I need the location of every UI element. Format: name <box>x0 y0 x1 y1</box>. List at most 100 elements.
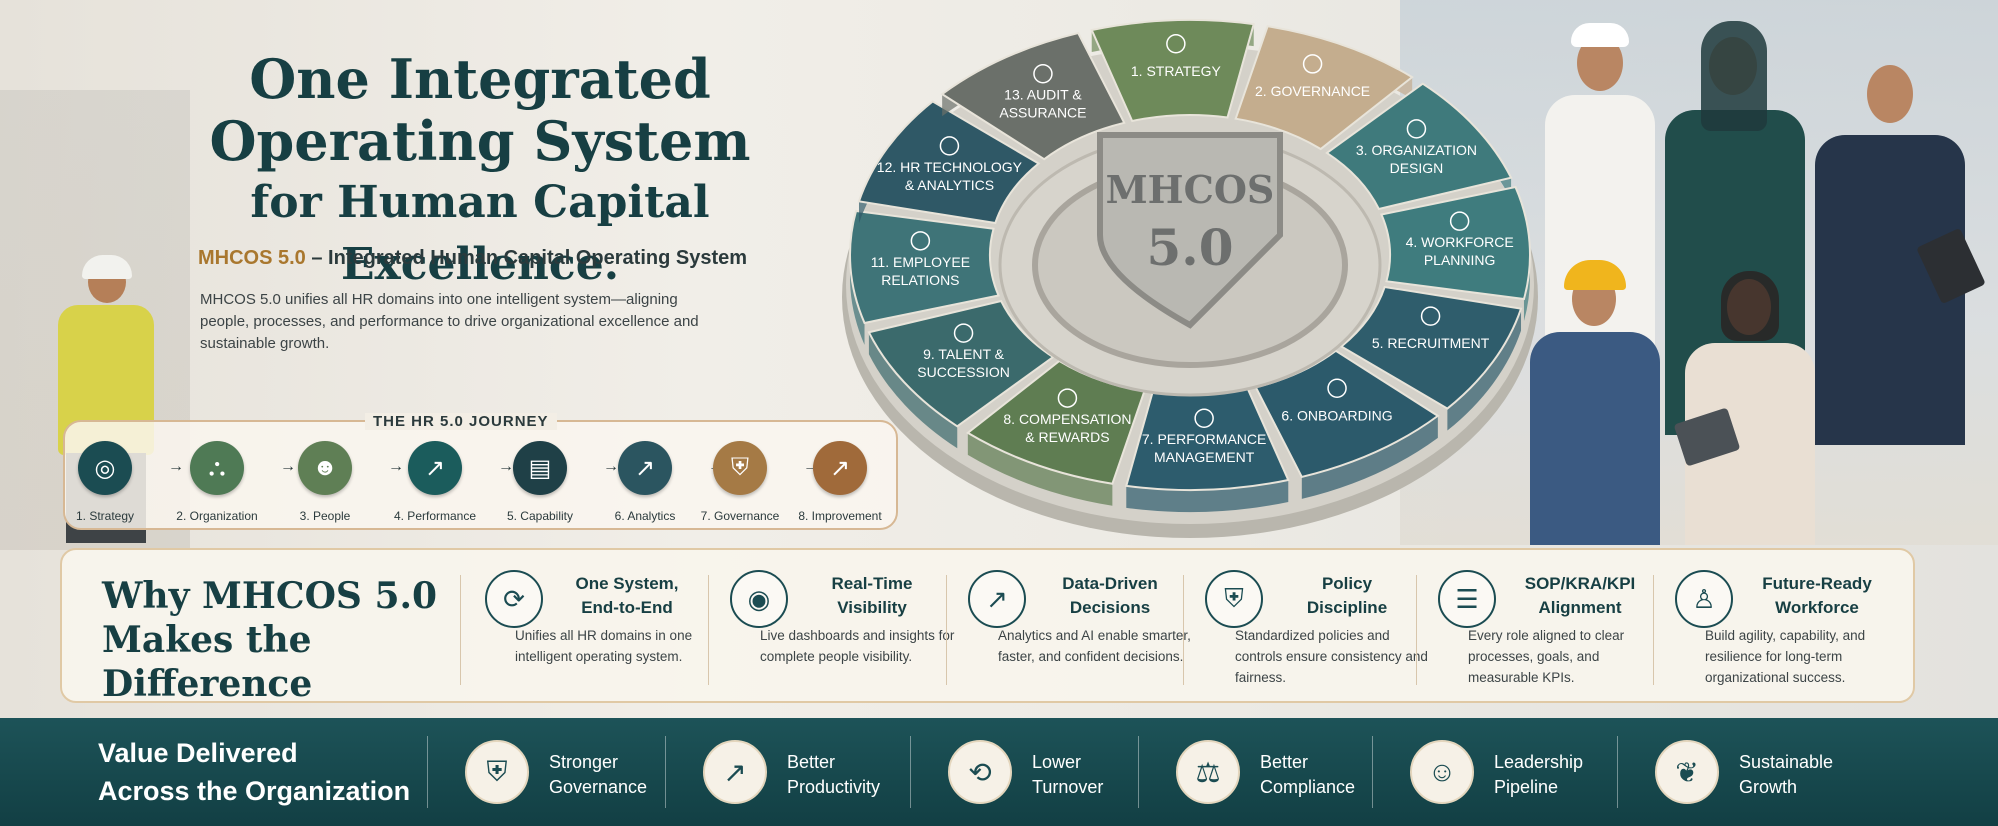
value-item-label-line-2: Productivity <box>787 777 881 797</box>
why-title-line-2: Makes the Difference <box>102 619 313 705</box>
segment-label-line-2: ASSURANCE <box>999 105 1086 121</box>
hard-hat-icon <box>1564 260 1626 290</box>
value-item-label-line-1: Better <box>787 752 836 772</box>
leaf-icon: ❦ <box>1655 740 1719 804</box>
shield-icon <box>1097 132 1283 329</box>
hard-hat-icon <box>82 255 132 279</box>
segment-icon <box>1194 408 1214 428</box>
why-item-heading-line-1: Real-Time <box>831 574 913 593</box>
segment-side <box>1301 415 1438 499</box>
wheel-segment: 9. TALENT &SUCCESSION <box>867 299 1055 449</box>
why-item-text: Build agility, capability, and resilienc… <box>1705 628 1866 685</box>
segment-side <box>868 332 958 449</box>
divider <box>665 736 666 808</box>
title-line-2: Operating System <box>209 109 751 173</box>
value-item-label-line-2: Turnover <box>1032 777 1104 797</box>
value-item-label-line-1: Better <box>1260 752 1309 772</box>
journey-step-label: 4. Performance <box>393 509 477 523</box>
arrow-right-icon: → <box>280 458 296 475</box>
segment-label-line-2: & REWARDS <box>1025 429 1109 445</box>
shield-icon: ⛨ <box>465 740 529 804</box>
segment-label: 3. ORGANIZATION <box>1356 142 1477 158</box>
segment-label: 7. PERFORMANCE <box>1142 431 1266 447</box>
segment-label-line-2: DESIGN <box>1390 160 1444 176</box>
person-growth-icon: ♙ <box>1675 570 1733 628</box>
title-line-3: for Human Capital Excellence. <box>250 177 710 290</box>
wheel-segment: 8. COMPENSATION & REWARDS <box>966 359 1146 506</box>
wheel-segment: 12. HR TECHNOLOGY& ANALYTICS <box>857 100 1041 225</box>
journey-title: THE HR 5.0 JOURNEY <box>365 413 557 430</box>
journey-step-label: 8. Improvement <box>798 509 882 523</box>
subtitle-rest: – Integrated Human Capital Operating Sys… <box>305 247 748 269</box>
journey-step-label: 7. Governance <box>700 509 780 523</box>
growth-icon: ↗ <box>813 441 867 495</box>
segment-label-line-2: MANAGEMENT <box>1154 449 1255 465</box>
segment-icon <box>939 136 960 156</box>
segment-label: 4. WORKFORCE <box>1406 234 1514 250</box>
journey-step-label: 5. Capability <box>506 509 574 523</box>
divider <box>1653 575 1654 685</box>
professionals-image <box>1525 15 1995 545</box>
why-title-line-1: Why MHCOS 5.0 <box>102 575 438 617</box>
segment-label: 8. COMPENSATION <box>1003 411 1131 427</box>
segment-top <box>1090 19 1255 123</box>
value-item-label-line-1: Leadership <box>1494 752 1584 772</box>
divider <box>1617 736 1618 808</box>
eye-icon: ◉ <box>730 570 788 628</box>
value-item-label-line-2: Governance <box>549 777 648 797</box>
subtitle: MHCOS 5.0 – Integrated Human Capital Ope… <box>198 247 747 270</box>
divider <box>460 575 461 685</box>
segment-label-line-2: SUCCESSION <box>917 364 1010 380</box>
segment-icon <box>1406 119 1427 139</box>
analytics-icon: ↗ <box>618 441 672 495</box>
segment-icon <box>1302 54 1323 74</box>
journey-step: ↗4. Performance <box>385 441 485 523</box>
segment-icon <box>1033 63 1053 84</box>
segment-icon <box>910 231 931 251</box>
divider <box>1372 736 1373 808</box>
divider <box>946 575 947 685</box>
people-icon: ☻ <box>298 441 352 495</box>
segment-icon <box>1057 388 1078 408</box>
page-title: One Integrated Operating System for Huma… <box>180 48 780 296</box>
wheel-segment: 5. RECRUITMENT <box>1339 285 1523 431</box>
hero-description: MHCOS 5.0 unifies all HR domains into on… <box>200 291 699 352</box>
analytics-icon: ↗ <box>968 570 1026 628</box>
why-item-heading-line-1: SOP/KRA/KPI <box>1524 574 1636 593</box>
arrow-right-icon: → <box>498 458 514 475</box>
value-item-label-line-2: Compliance <box>1260 777 1356 797</box>
hijab-icon <box>1701 21 1767 131</box>
journey-step: ↗6. Analytics <box>595 441 695 523</box>
why-item-heading-line-1: Data-Driven <box>1062 574 1158 593</box>
why-item-text: Live dashboards and insights for complet… <box>760 628 955 664</box>
why-item-heading-line-1: One System, <box>575 574 679 593</box>
wheel-segment: 1. STRATEGY <box>1090 19 1255 123</box>
retention-icon: ⟲ <box>948 740 1012 804</box>
segment-label: 2. GOVERNANCE <box>1255 83 1370 99</box>
value-item-label-line-2: Growth <box>1739 777 1798 797</box>
segment-side <box>1126 479 1289 512</box>
journey-step: ☻3. People <box>275 441 375 523</box>
divider <box>427 736 428 808</box>
segment-top <box>849 209 1000 325</box>
journey-step: ↗ 8. Improvement <box>790 441 890 523</box>
why-item-heading: One System, End-to-End <box>557 572 697 620</box>
why-item-heading-line-2: End-to-End <box>581 598 673 617</box>
segment-top <box>1234 25 1414 151</box>
journey-step: ⛬2. Organization <box>167 441 267 523</box>
scales-icon: ⚖ <box>1176 740 1240 804</box>
value-item-label-line-2: Pipeline <box>1494 777 1559 797</box>
